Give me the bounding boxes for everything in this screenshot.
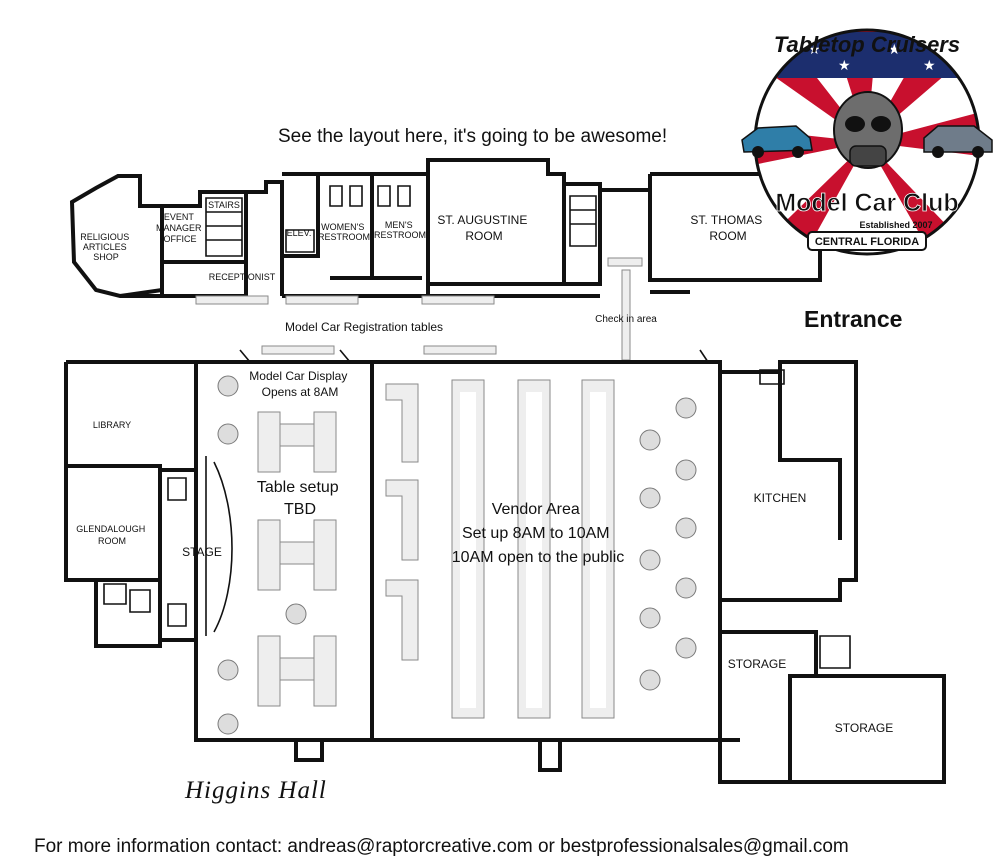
svg-text:★: ★ bbox=[888, 41, 901, 57]
storage-small-label: STORAGE bbox=[728, 657, 786, 671]
womens-restroom-label: WOMEN'S RESTROOM bbox=[318, 222, 370, 242]
event-office-label: EVENT MANAGER OFFICE bbox=[156, 212, 204, 244]
storage-large-label: STORAGE bbox=[835, 721, 893, 735]
logo-established: Established 2007 bbox=[859, 220, 932, 230]
main-hall-walls bbox=[64, 349, 946, 784]
check-in-label: Check in area bbox=[595, 314, 657, 325]
svg-text:★: ★ bbox=[838, 57, 851, 73]
page-headline: See the layout here, it's going to be aw… bbox=[278, 126, 668, 147]
svg-text:★: ★ bbox=[923, 57, 936, 73]
stairs-label: STAIRS bbox=[208, 200, 240, 210]
registration-tables bbox=[195, 257, 643, 361]
table-setup-label: Table setup TBD bbox=[257, 479, 343, 518]
receptionist-label: RECEPTIONIST bbox=[209, 272, 276, 282]
entrance-label: Entrance bbox=[804, 306, 903, 332]
logo-top-text: Tabletop Cruisers bbox=[774, 32, 960, 57]
logo-region: CENTRAL FLORIDA bbox=[815, 236, 919, 248]
library-label: LIBRARY bbox=[93, 420, 131, 430]
display-tables bbox=[217, 375, 337, 735]
contact-footer: For more information contact: andreas@ra… bbox=[34, 836, 849, 857]
vendor-area-label: Vendor Area Set up 8AM to 10AM 10AM open… bbox=[452, 501, 625, 566]
upper-wing-walls bbox=[69, 158, 822, 299]
religious-shop-label: RELIGIOUS ARTICLES SHOP bbox=[80, 232, 132, 262]
glendalough-label: GLENDALOUGH ROOM bbox=[76, 524, 148, 546]
elevator-label: ELEV. bbox=[287, 228, 312, 238]
hall-name: Higgins Hall bbox=[185, 777, 327, 804]
display-label: Model Car Display Opens at 8AM bbox=[249, 369, 350, 399]
st-thomas-label: ST. THOMAS ROOM bbox=[690, 213, 765, 243]
kitchen-label: KITCHEN bbox=[754, 491, 807, 505]
stage-label: STAGE bbox=[182, 545, 222, 559]
vendor-tables bbox=[385, 379, 697, 719]
logo-main-text: Model Car Club bbox=[775, 189, 958, 217]
club-logo: ★ ★ ★ ★ Tabletop Cruisers Model Car Club… bbox=[741, 28, 993, 256]
mens-restroom-label: MEN'S RESTROOM bbox=[374, 220, 426, 240]
st-augustine-label: ST. AUGUSTINE ROOM bbox=[437, 213, 530, 243]
registration-tables-label: Model Car Registration tables bbox=[285, 320, 443, 334]
